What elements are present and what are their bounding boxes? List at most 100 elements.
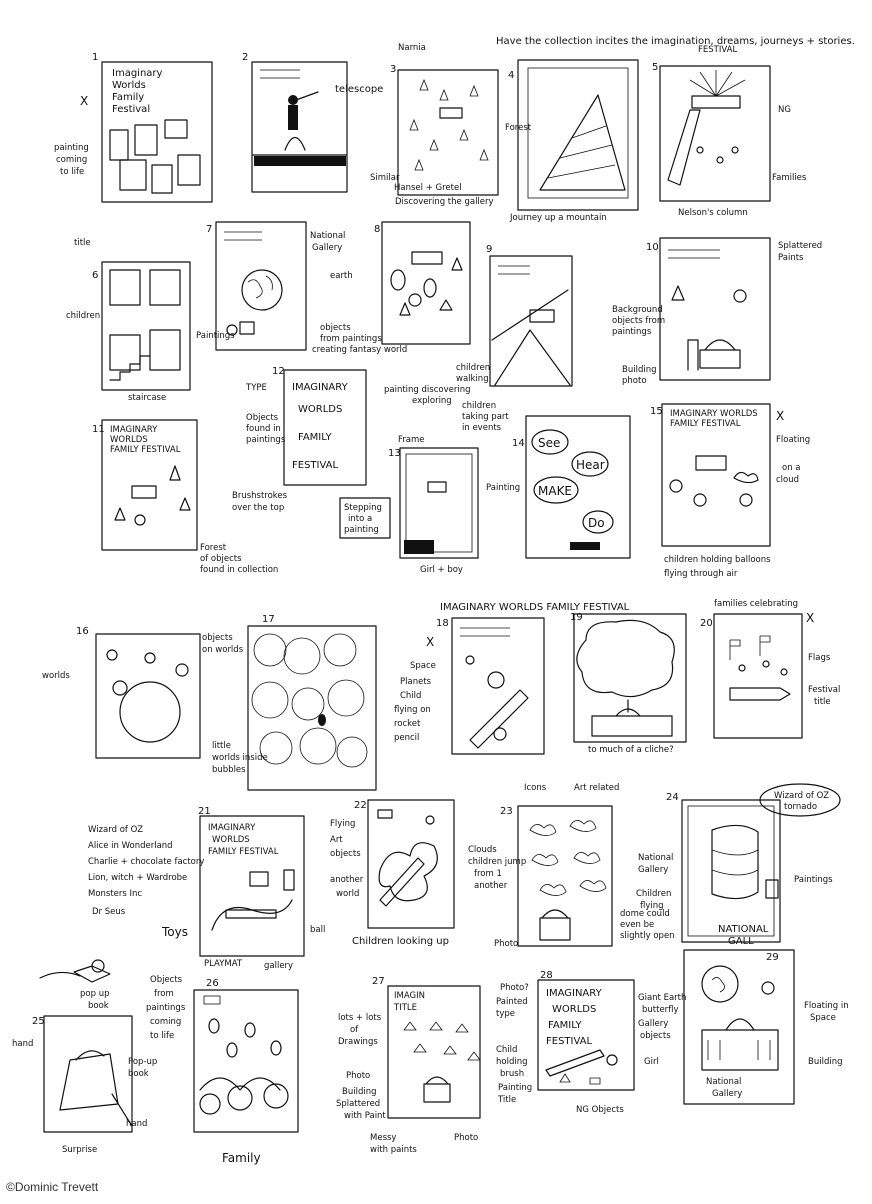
panel-8: 8 children walking painting discovering … [374, 221, 490, 406]
annotation: Flying [330, 819, 355, 829]
annotation: Building [622, 365, 656, 375]
panel-number: 8 [374, 224, 380, 235]
annotation: Nelson's column [678, 208, 748, 218]
annotation: little [212, 741, 231, 751]
panel-23: 23 Icons Art related Clouds children jum… [468, 783, 675, 949]
panel-10: 10 Splattered Paints Background objects … [612, 237, 822, 386]
annotation: FESTIVAL [698, 45, 737, 55]
panel-14: 14 See Hear MAKE Do [512, 415, 631, 559]
annotation: objects from [612, 316, 665, 326]
panel-number: 19 [570, 612, 583, 623]
panel-number: 22 [354, 800, 367, 811]
panel-number: 9 [486, 244, 492, 255]
annotation: Monsters Inc [88, 889, 142, 899]
annotation: Dr Seus [92, 907, 126, 917]
annotation: of [350, 1025, 359, 1035]
annotation: flying on [394, 705, 431, 715]
panel-title-line: FESTIVAL [292, 460, 339, 471]
annotation: Wizard of OZ [88, 825, 143, 835]
panel-number: 12 [272, 366, 285, 377]
panel-number: 5 [652, 62, 658, 73]
annotation: Building [342, 1087, 376, 1097]
annotation: butterfly [642, 1005, 679, 1015]
annotation: Painting [498, 1083, 532, 1093]
panel-title-line: WORLDS [110, 435, 148, 445]
annotation: NATIONAL [718, 924, 769, 935]
annotation: photo [622, 376, 647, 386]
panel-number: 21 [198, 806, 211, 817]
annotation: Brushstrokes [232, 491, 288, 501]
annotation: Photo [346, 1071, 370, 1081]
annotation: Alice in Wonderland [88, 841, 173, 851]
annotation: exploring [412, 396, 452, 406]
annotation: on a [782, 463, 801, 473]
annotation: Girl + boy [420, 565, 463, 575]
panel-title-line: Family [112, 92, 144, 103]
annotation: even be [620, 920, 654, 930]
annotation: Splattered [778, 241, 822, 251]
annotation: title [814, 697, 831, 707]
panel-title-line: TITLE [393, 1003, 417, 1013]
annotation: gallery [264, 961, 293, 971]
annotation: Floating [776, 435, 810, 445]
annotation: Drawings [338, 1037, 378, 1047]
annotation: from [154, 989, 174, 999]
annotation: Surprise [62, 1145, 97, 1155]
annotation: earth [330, 271, 353, 281]
panel-2: 2 telescope [242, 52, 383, 193]
annotation: tornado [784, 802, 817, 812]
annotation: Children [636, 889, 671, 899]
panel-number: 26 [206, 978, 219, 989]
panel-number: 16 [76, 626, 89, 637]
annotation: children jump [468, 857, 526, 867]
panel-number: 17 [262, 614, 275, 625]
annotation: into a [348, 514, 372, 524]
annotation: another [330, 875, 364, 885]
panel-title-line: IMAGINARY [546, 988, 603, 999]
panel-number: 27 [372, 976, 385, 987]
annotation: Icons [524, 783, 547, 793]
panel-11: 11 IMAGINARY WORLDS FAMILY FESTIVAL Fore… [92, 419, 278, 575]
panel-number: 1 [92, 52, 98, 63]
annotation: Paints [778, 253, 804, 263]
panel-27: 27 IMAGIN TITLE lots + lots of Drawings … [336, 976, 529, 1155]
annotation: dome could [620, 909, 670, 919]
annotation: coming [150, 1017, 181, 1027]
annotation: Photo [454, 1133, 478, 1143]
annotation: Gallery [638, 865, 668, 875]
annotation: painting [54, 143, 89, 153]
annotation: Gallery [638, 1019, 668, 1029]
panel-title-line: IMAGINARY WORLDS [670, 409, 758, 419]
copyright-credit: ©Dominic Trevett [6, 1180, 99, 1194]
annotation: holding [496, 1057, 528, 1067]
annotation: in events [462, 423, 502, 433]
panel-number: 10 [646, 242, 659, 253]
annotation: Children looking up [352, 936, 449, 947]
panel-title-line: Worlds [112, 80, 146, 91]
panel-number: 18 [436, 618, 449, 629]
panel-12: 12 IMAGINARY WORLDS FAMILY FESTIVAL TYPE… [232, 366, 367, 513]
annotation: GALL [728, 936, 754, 947]
annotation: Planets [400, 677, 432, 687]
panel-title-line: Festival [112, 104, 150, 115]
annotation: Background [612, 305, 663, 315]
panel-frame [101, 61, 213, 203]
annotation: Frame [398, 435, 424, 445]
panel-15: 15 IMAGINARY WORLDS FAMILY FESTIVAL X Fl… [650, 403, 810, 579]
annotation: type [496, 1009, 515, 1019]
panel-25: pop up book 25 hand Pop-up book hand Sur… [12, 959, 157, 1155]
panel-4: 4 Journey up a mountain [508, 59, 639, 223]
annotation: PLAYMAT [204, 959, 243, 969]
annotation: Messy [370, 1133, 396, 1143]
annotation: Families [772, 173, 807, 183]
annotation: Narnia [398, 43, 426, 53]
panel-number: 15 [650, 406, 663, 417]
annotation: National [310, 231, 345, 241]
panel-number: 6 [92, 270, 98, 281]
bubble-word: See [538, 436, 560, 450]
annotation: TYPE [245, 383, 267, 393]
bubble-word: Do [588, 516, 605, 530]
annotation: slightly open [620, 931, 675, 941]
